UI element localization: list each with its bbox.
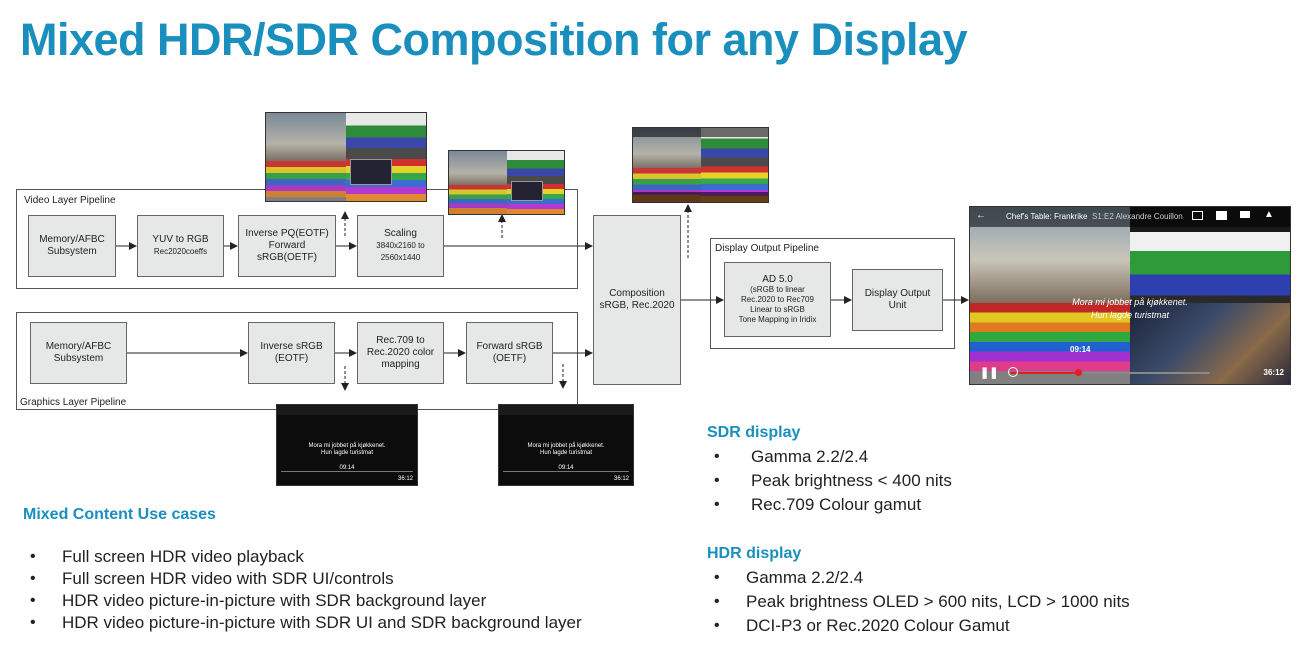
list-item: HDR video picture-in-picture with SDR ba… bbox=[24, 590, 582, 612]
list-item: HDR video picture-in-picture with SDR UI… bbox=[24, 612, 582, 634]
sdr-display-heading: SDR display bbox=[707, 424, 800, 442]
list-item: Rec.709 Colour gamut bbox=[708, 493, 952, 517]
player-caption-2: Hun lagde turistmat bbox=[1030, 310, 1230, 320]
hdr-frame-thumbnail-2 bbox=[448, 150, 565, 215]
player-total-time: 36:12 bbox=[1264, 368, 1284, 377]
mixed-content-heading: Mixed Content Use cases bbox=[23, 506, 216, 524]
hdr-display-heading: HDR display bbox=[707, 545, 801, 563]
sdr-display-list: Gamma 2.2/2.4 Peak brightness < 400 nits… bbox=[708, 445, 952, 517]
window-icon[interactable] bbox=[1216, 211, 1227, 220]
mini-total-2: 36:12 bbox=[614, 476, 629, 482]
sdr-ui-thumbnail-1: Mora mi jobbet på kjøkkenet. Hun lagde t… bbox=[276, 404, 418, 486]
list-item: Full screen HDR video playback bbox=[24, 546, 582, 568]
hdr-display-list: Gamma 2.2/2.4 Peak brightness OLED > 600… bbox=[708, 566, 1130, 638]
list-item: Peak brightness < 400 nits bbox=[708, 469, 952, 493]
sdr-ui-thumbnail-2: Mora mi jobbet på kjøkkenet. Hun lagde t… bbox=[498, 404, 634, 486]
seek-handle[interactable] bbox=[1075, 369, 1082, 376]
player-current-time: 09:14 bbox=[1070, 345, 1090, 354]
list-item: Gamma 2.2/2.4 bbox=[708, 566, 1130, 590]
player-caption-1: Mora mi jobbet på kjøkkenet. bbox=[1030, 297, 1230, 307]
list-item: Full screen HDR video with SDR UI/contro… bbox=[24, 568, 582, 590]
rewind-icon[interactable] bbox=[1008, 367, 1018, 377]
mini-caption-2a: Mora mi jobbet på kjøkkenet. bbox=[499, 443, 633, 449]
mini-total-1: 36:12 bbox=[398, 476, 413, 482]
hdr-frame-thumbnail-1 bbox=[265, 112, 427, 202]
output-display-screenshot: ← Chef's Table: Frankrike S1:E2 Alexandr… bbox=[969, 206, 1291, 385]
play-pause-icon[interactable]: ❚❚ bbox=[980, 366, 998, 379]
cast-icon[interactable] bbox=[1192, 211, 1203, 220]
list-item: DCI-P3 or Rec.2020 Colour Gamut bbox=[708, 614, 1130, 638]
player-title: Chef's Table: Frankrike bbox=[1006, 212, 1087, 221]
list-item: Gamma 2.2/2.4 bbox=[708, 445, 952, 469]
mini-caption-1b: Hun lagde turistmat bbox=[277, 450, 417, 456]
subtitles-icon[interactable] bbox=[1240, 211, 1250, 218]
volume-icon[interactable]: ▲ bbox=[1264, 209, 1274, 220]
seek-progress bbox=[1010, 372, 1078, 374]
mini-caption-1a: Mora mi jobbet på kjøkkenet. bbox=[277, 443, 417, 449]
composed-frame-thumbnail bbox=[632, 127, 769, 203]
player-subtitle: S1:E2 Alexandre Couillon bbox=[1092, 212, 1183, 221]
list-item: Peak brightness OLED > 600 nits, LCD > 1… bbox=[708, 590, 1130, 614]
mini-caption-2b: Hun lagde turistmat bbox=[499, 450, 633, 456]
mixed-content-list: Full screen HDR video playback Full scre… bbox=[24, 546, 582, 634]
back-icon[interactable]: ← bbox=[976, 210, 986, 221]
